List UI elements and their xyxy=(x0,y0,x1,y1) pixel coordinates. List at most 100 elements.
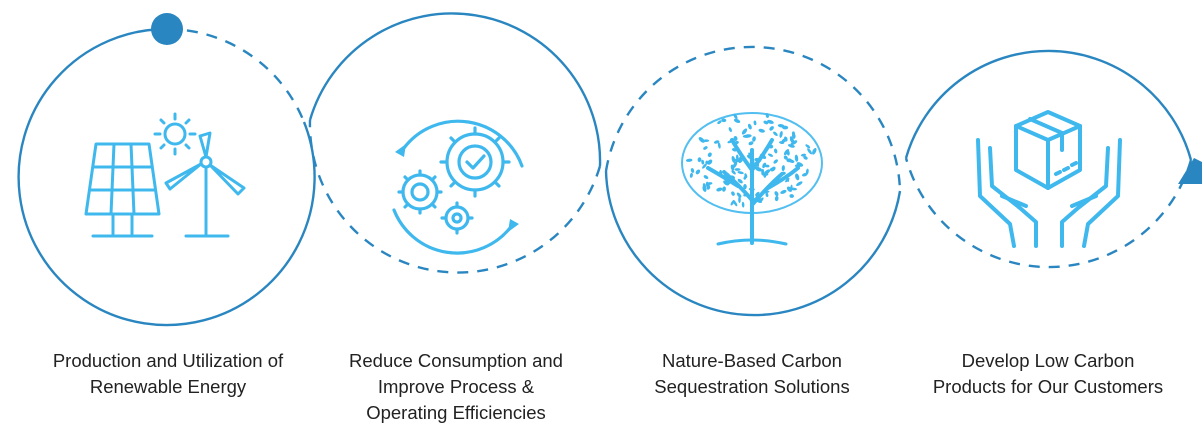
tree-leaf xyxy=(731,191,735,196)
ring-1 xyxy=(17,27,316,327)
right-hand-icon xyxy=(1060,138,1122,248)
step-2-line-3: Operating Efficiencies xyxy=(366,402,546,423)
end-arrow-icon xyxy=(1178,158,1202,184)
tree-leaf xyxy=(732,161,738,169)
tree-leaf xyxy=(779,141,785,145)
tree-leaf xyxy=(713,140,720,144)
tree-leaf xyxy=(790,140,798,146)
tree-leaf xyxy=(730,164,735,171)
step-2-line-1: Reduce Consumption and xyxy=(349,350,563,371)
tree-leaf xyxy=(707,152,712,157)
tree-leaf xyxy=(769,167,775,172)
tree-leaf xyxy=(794,154,799,162)
wind-turbine-icon xyxy=(164,131,246,238)
tree-leaf xyxy=(767,119,774,124)
solar-panel-icon xyxy=(84,142,161,238)
step-3-line-2: Sequestration Solutions xyxy=(654,376,850,397)
ring-1-dashed-arc xyxy=(166,27,306,123)
tree-leaf xyxy=(703,146,708,150)
tree-leaf xyxy=(733,118,741,124)
tree-leaf xyxy=(701,159,705,165)
tree-leaf xyxy=(786,158,792,163)
ring-3-solid-arc xyxy=(604,170,902,317)
box-icon xyxy=(1014,110,1082,190)
tree-leaf xyxy=(783,149,790,156)
tree-leaf xyxy=(702,163,707,169)
tree-leaf xyxy=(703,175,709,180)
tree-leaf xyxy=(733,136,738,141)
tree-leaf xyxy=(721,118,727,123)
tree-leaf xyxy=(737,178,743,184)
tree-leaf xyxy=(742,134,751,138)
tree-leaf xyxy=(758,128,765,133)
small-gear-icon xyxy=(440,201,474,235)
sun-rays xyxy=(153,112,197,156)
tree-leaf xyxy=(787,144,795,148)
ring-3-dashed-arc xyxy=(604,45,902,192)
tree-leaf xyxy=(747,154,751,159)
cycle-arrow-top xyxy=(402,119,524,168)
tree-leaf xyxy=(695,169,701,175)
tree-leaf xyxy=(733,113,738,120)
tree-leaf xyxy=(735,154,739,161)
left-gear-icon xyxy=(397,169,443,215)
tree-leaf xyxy=(801,153,807,157)
tree-leaf xyxy=(722,186,726,192)
tree-leaf xyxy=(786,186,792,192)
start-dot xyxy=(151,13,183,45)
tree-leaf xyxy=(738,196,741,204)
tree-leaf xyxy=(789,137,795,143)
ring-2-solid-arc xyxy=(308,12,602,167)
tree-leaf xyxy=(805,144,811,149)
tree-leaf xyxy=(685,158,693,162)
ring-2 xyxy=(308,12,602,274)
tree-leaf xyxy=(698,137,705,143)
tree-leaf xyxy=(796,181,803,187)
tree-leaf xyxy=(743,175,747,180)
hands-box-icon xyxy=(976,110,1122,248)
step-2-label: Reduce Consumption and Improve Process &… xyxy=(311,348,601,426)
tree-leaf xyxy=(764,164,770,168)
tree-leaf xyxy=(761,172,769,176)
tree-leaf xyxy=(765,113,769,118)
tree-leaf xyxy=(743,184,747,190)
tree-leaf xyxy=(755,166,763,172)
tree-leaf xyxy=(758,197,764,203)
tree-leaf xyxy=(795,173,800,181)
tree-leaf xyxy=(717,142,721,149)
tree-leaf xyxy=(728,127,732,133)
tree-leaf xyxy=(781,165,785,172)
step-3-label: Nature-Based Carbon Sequestration Soluti… xyxy=(607,348,897,400)
ring-4-dashed-arc xyxy=(904,157,1193,269)
tree-leaf xyxy=(773,159,778,164)
tree-leaf xyxy=(753,120,757,126)
tree-leaf xyxy=(791,133,796,139)
tree-leaf xyxy=(734,168,741,171)
tree-leaf xyxy=(779,130,783,138)
tree-leaf xyxy=(805,168,809,175)
step-1-line-1: Production and Utilization of xyxy=(52,350,284,371)
tree-leaf xyxy=(752,136,756,142)
tree-leaf xyxy=(765,192,769,198)
step-1-line-2: Renewable Energy xyxy=(89,376,247,397)
tree-leaf xyxy=(748,141,754,146)
step-2-line-2: Improve Process & xyxy=(377,376,535,397)
tree-leaf xyxy=(773,131,778,137)
tree-leaf xyxy=(741,128,748,135)
gears-cycle-icon xyxy=(392,119,524,255)
tree-leaf xyxy=(789,194,794,198)
step-4-line-2: Products for Our Customers xyxy=(932,376,1164,397)
tree-leaf xyxy=(697,157,702,163)
tree-leaf xyxy=(716,187,723,192)
tree-leaf xyxy=(777,124,785,128)
tree-icon xyxy=(681,112,823,246)
tree-leaf xyxy=(812,147,817,155)
tree-leaf xyxy=(780,189,787,194)
step-4-line-1: Develop Low Carbon xyxy=(961,350,1135,371)
tree-leaf xyxy=(767,153,774,157)
tree-leaf xyxy=(702,185,707,192)
tree-leaf xyxy=(774,195,779,202)
tree-leaf xyxy=(747,123,752,130)
tree-leaf xyxy=(807,148,813,155)
